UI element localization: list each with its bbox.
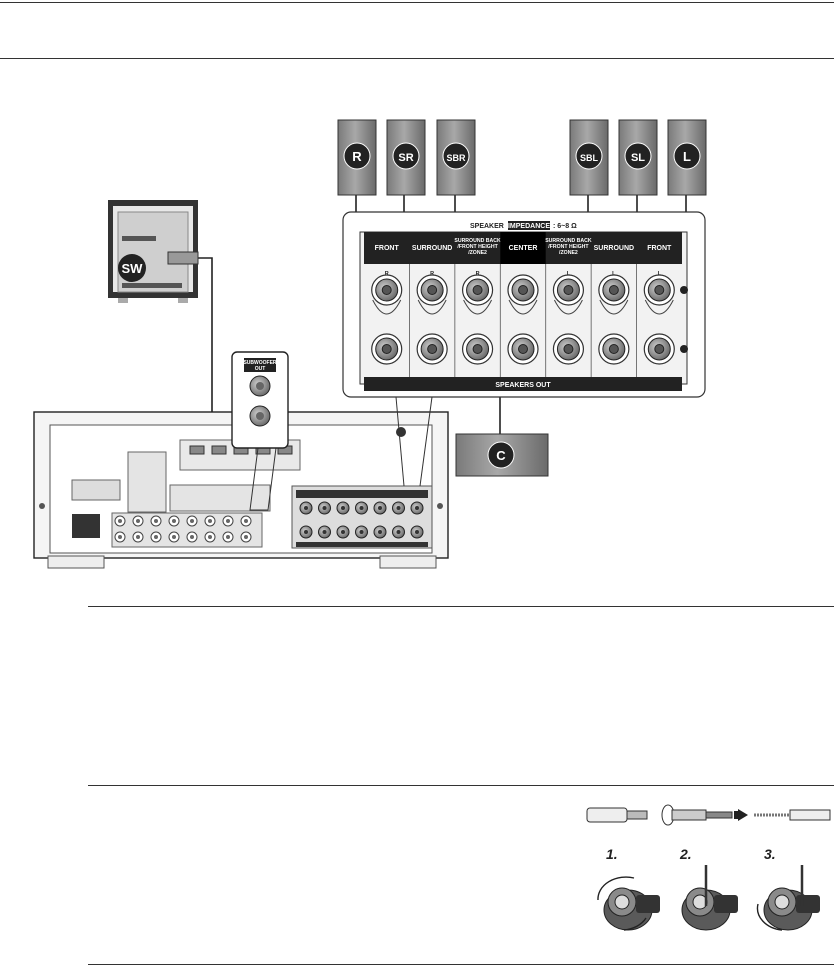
binding-post-step-3 [756,865,820,931]
speaker-l: L [667,119,707,196]
center-code: C [496,448,506,463]
speaker-code: SBL [580,153,599,163]
terminal-group-label: FRONT [647,245,672,252]
terminal-group-label: FRONT [375,245,400,252]
top-rule-2 [0,58,834,59]
speaker-sr: SR [386,119,426,196]
wire-prep-illustrations [586,804,831,826]
section-rule-1 [88,606,834,607]
terminal-side-label: L [567,271,571,277]
speaker-code: R [352,149,362,164]
binding-post-steps: 1. 2. 3. [597,846,820,931]
step-2-label: 2. [679,846,692,862]
terminal-side-label: R [476,271,480,277]
speaker-sbl: SBL [569,119,609,196]
speaker-center: C [455,433,549,477]
terminal-group-label: CENTER [509,245,538,252]
speaker-terminal-panel: SPEAKERS OUT SPEAKER IMPEDANCE : 6~8 Ω F… [342,211,706,398]
speaker-sl: SL [618,119,658,196]
speaker-code: L [683,149,691,164]
subwoofer-code: SW [122,261,144,276]
terminal-group-label: /FRONT HEIGHT [457,244,498,250]
speaker-sbr: SBR [436,119,476,196]
terminal-group: FRONT L [636,245,675,377]
terminal-group-label: /ZONE2 [468,250,487,256]
impedance-word: IMPEDANCE [508,223,550,230]
top-rule-1 [0,2,834,3]
step-3-label: 3. [764,846,776,862]
impedance-value: : 6~8 Ω [553,223,577,230]
terminal-group-label: SURROUND [594,245,634,252]
terminal-group-label: /FRONT HEIGHT [548,244,589,250]
terminal-group: FRONT R [371,245,403,365]
speakers-out-label: SPEAKERS OUT [495,382,551,389]
subwoofer: SW [108,200,199,303]
step-1-label: 1. [606,846,618,862]
terminal-group-label: SURROUND [412,245,452,252]
terminal-side-label: R [385,271,389,277]
speaker-code: SR [398,152,413,164]
section-rule-2 [88,785,834,786]
speaker-row: R SR SBR SBL SL L [337,119,707,196]
terminal-group: CENTER [499,232,546,377]
subwoofer-out-line1: SUBWOOFER [243,360,276,366]
subwoofer-out-line2: OUT [255,366,266,372]
impedance-prefix: SPEAKER [470,223,504,230]
speaker-code: SL [631,152,645,164]
terminal-side-label: R [430,271,434,277]
terminal-group: SURROUND L [590,245,634,377]
terminal-side-label: L [658,271,662,277]
terminal-side-label: L [612,271,616,277]
callout-lines [395,396,433,487]
speaker-code: SBR [446,153,466,163]
terminal-group-label: SURROUND BACK [545,238,592,244]
speaker-r: R [337,119,377,196]
subwoofer-out-callout: SUBWOOFER OUT [231,351,289,511]
binding-post-step-2 [681,865,738,931]
terminal-group-label: /ZONE2 [559,250,578,256]
terminal-group-label: SURROUND BACK [454,238,501,244]
terminal-group: SURROUND R [409,245,452,377]
binding-post-step-1 [597,876,660,931]
impedance-label: SPEAKER IMPEDANCE : 6~8 Ω [470,221,577,230]
